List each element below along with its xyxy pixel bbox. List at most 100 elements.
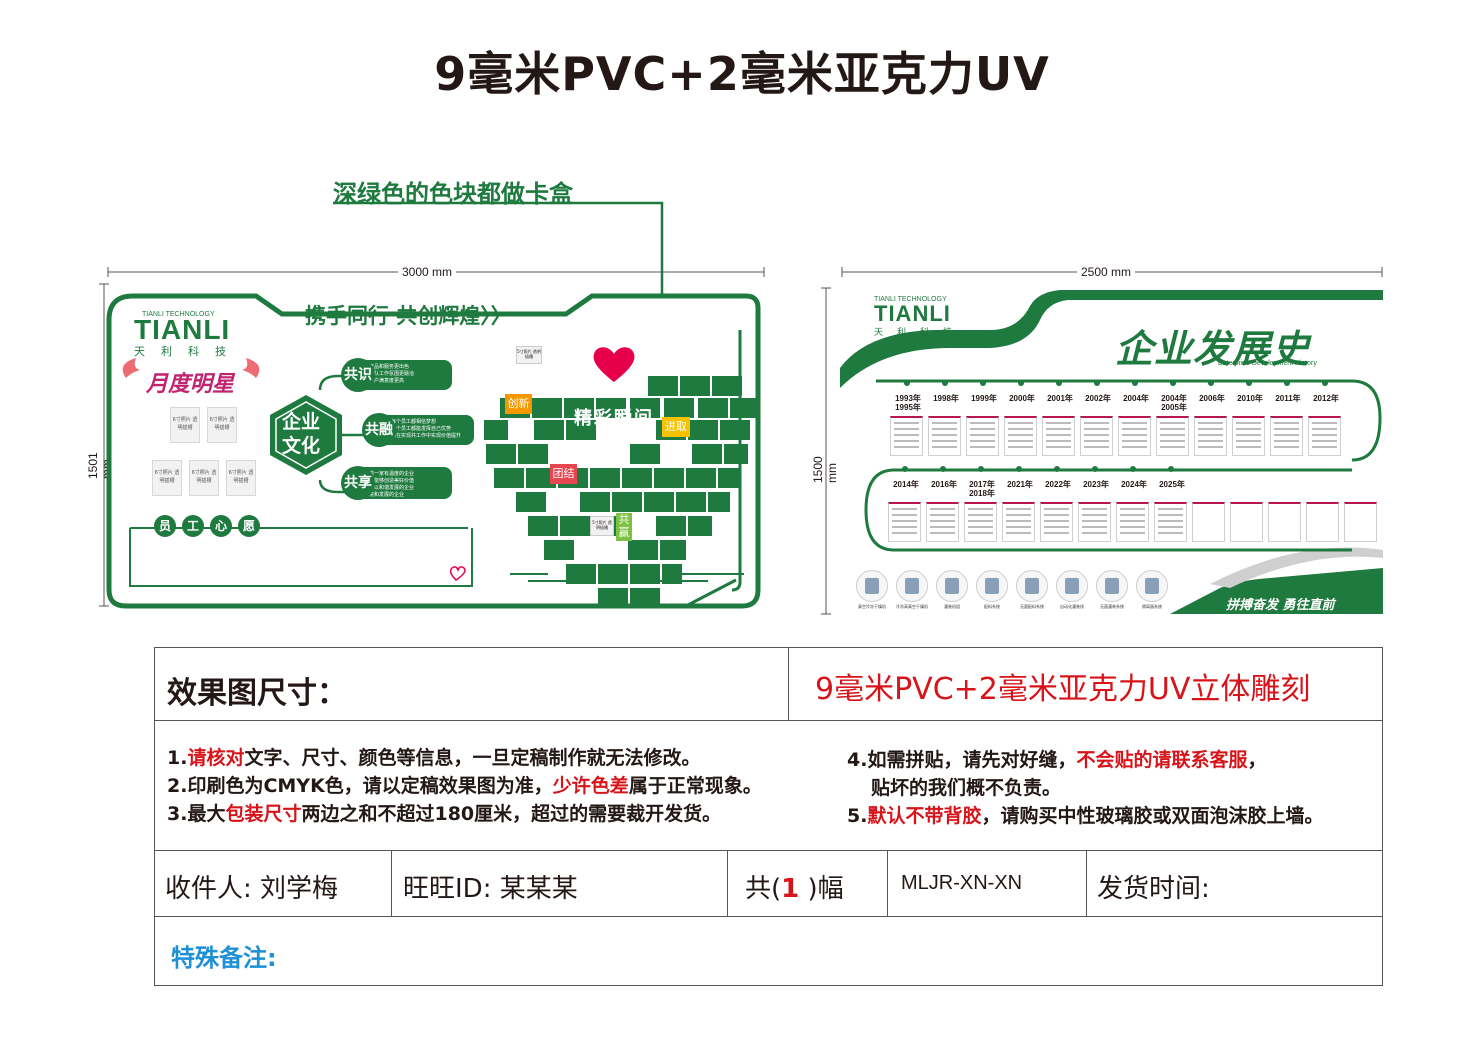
culture-item-line: 一家以和谐发展的企业 xyxy=(364,485,415,491)
culture-item-line: 让产品和服务更出色 xyxy=(364,364,410,370)
star-photo-slot: 6寸照片 透明插槽 xyxy=(226,460,256,496)
timeline-card xyxy=(1040,502,1073,542)
right-height-label: 1500 mm xyxy=(811,456,839,483)
machine-label: 自动化灌装线 xyxy=(1060,604,1084,609)
wish-title: 员 工 心 愿 xyxy=(154,515,260,537)
card-text-line xyxy=(1198,422,1223,424)
right-logo: TIANLI TECHNOLOGY TIANLI 天利科技 xyxy=(874,296,966,338)
timeline-card xyxy=(890,416,923,456)
card-text-line xyxy=(1122,440,1147,442)
photo-brick xyxy=(534,420,564,440)
card-text-line xyxy=(1046,440,1071,442)
photo-brick xyxy=(560,516,590,536)
timeline-dot xyxy=(978,466,984,472)
timeline-dot xyxy=(1056,380,1062,386)
card-text-line xyxy=(1044,508,1069,510)
timeline-year: 2012年 xyxy=(1313,394,1339,403)
wangwang-id: 旺旺ID: 某某某 xyxy=(403,874,578,904)
card-text-line xyxy=(1312,422,1337,424)
culture-item-badge: 共识 xyxy=(341,358,375,392)
timeline-card xyxy=(1344,502,1377,542)
card-text-line xyxy=(1006,532,1031,534)
card-text-line xyxy=(1160,422,1185,424)
card-text-line xyxy=(970,446,995,448)
card-text-line xyxy=(1084,434,1109,436)
card-text-line xyxy=(1274,422,1299,424)
timeline-card xyxy=(1118,416,1151,456)
timeline-dot xyxy=(1168,466,1174,472)
photo-brick xyxy=(664,398,694,418)
card-text-line xyxy=(1120,508,1145,510)
timeline-card xyxy=(1156,416,1189,456)
card-text-line xyxy=(1120,526,1145,528)
right-logo-en-small: TIANLI TECHNOLOGY xyxy=(874,296,947,303)
card-text-line xyxy=(1160,428,1185,430)
right-width-label: 2500 mm xyxy=(1077,265,1136,279)
card-text-line xyxy=(1006,520,1031,522)
culture-item-desc: 打造一家有温度的企业一家能够创造美好价值一家以和谐发展的企业环境和发展的企业 xyxy=(364,471,444,499)
card-text-line xyxy=(1120,514,1145,516)
timeline-year: 2016年 xyxy=(931,480,957,489)
card-text-line xyxy=(1046,446,1071,448)
photo-brick xyxy=(712,376,742,396)
note-4: 4.如需拼贴，请先对好缝，不会贴的请联系客服， xyxy=(847,746,1323,774)
timeline-year: 2025年 xyxy=(1159,480,1185,489)
photo-brick xyxy=(630,398,660,418)
machine-shape xyxy=(985,578,999,594)
card-text-line xyxy=(1236,446,1261,448)
tag-gongying: 共赢 xyxy=(616,513,632,541)
timeline-year: 2014年 xyxy=(893,480,919,489)
culture-item-text: 打造一家有温度的企业一家能够创造美好价值一家以和谐发展的企业环境和发展的企业 xyxy=(356,467,452,499)
culture-item-line: 环境和发展的企业 xyxy=(364,492,405,498)
tag-jinqu: 进取 xyxy=(662,417,690,437)
card-text-line xyxy=(1236,440,1261,442)
card-text-line xyxy=(1082,526,1107,528)
card-text-line xyxy=(932,440,957,442)
card-text-line xyxy=(894,422,919,424)
timeline-dot xyxy=(1284,380,1290,386)
count-pre: 共( xyxy=(745,874,782,904)
timeline-dot xyxy=(1016,466,1022,472)
card-text-line xyxy=(970,440,995,442)
card-text-line xyxy=(1044,532,1069,534)
card-text-line xyxy=(1236,434,1261,436)
card-text-line xyxy=(1274,428,1299,430)
card-text-line xyxy=(1236,428,1261,430)
card-text-line xyxy=(970,422,995,424)
card-text-line xyxy=(1312,446,1337,448)
culture-item-desc: 让产品和服务更出色让团队工作氛围更融洽让客户满意度更高 xyxy=(364,364,444,385)
note-4-cont: 贴坏的我们概不负责。 xyxy=(871,777,1062,799)
note-red: 不会贴的请联系客服 xyxy=(1076,749,1248,771)
card-text-line xyxy=(930,532,955,534)
timeline-card xyxy=(926,502,959,542)
card-text-line xyxy=(1084,422,1109,424)
photo-brick xyxy=(484,420,508,440)
note-text: 文字、尺寸、颜色等信息，一旦定稿制作就无法修改。 xyxy=(244,747,701,769)
card-text-line xyxy=(1122,428,1147,430)
card-text-line xyxy=(892,508,917,510)
photo-brick xyxy=(580,492,610,512)
machine-icon xyxy=(976,570,1008,602)
timeline-year: 1993年 1995年 xyxy=(895,394,921,412)
card-text-line xyxy=(1008,440,1033,442)
photo-brick xyxy=(526,468,556,488)
photo-brick xyxy=(718,468,740,488)
photo-brick xyxy=(494,468,524,488)
card-text-line xyxy=(1082,508,1107,510)
photo-brick xyxy=(532,398,562,418)
card-text-line xyxy=(894,428,919,430)
card-text-line xyxy=(1158,514,1183,516)
timeline-card xyxy=(1078,502,1111,542)
timeline-card xyxy=(1268,502,1301,542)
card-text-line xyxy=(968,520,993,522)
photo-brick xyxy=(566,564,596,584)
photo-brick xyxy=(730,398,756,418)
card-text-line xyxy=(894,440,919,442)
wish-char: 员 xyxy=(154,515,176,537)
timeline-card xyxy=(1192,502,1225,542)
note-text: 4.如需拼贴，请先对好缝， xyxy=(847,749,1077,771)
photo-brick xyxy=(692,444,722,464)
photo-label: 6寸照片 透明插槽 xyxy=(172,417,198,431)
timeline-dot xyxy=(1170,380,1176,386)
